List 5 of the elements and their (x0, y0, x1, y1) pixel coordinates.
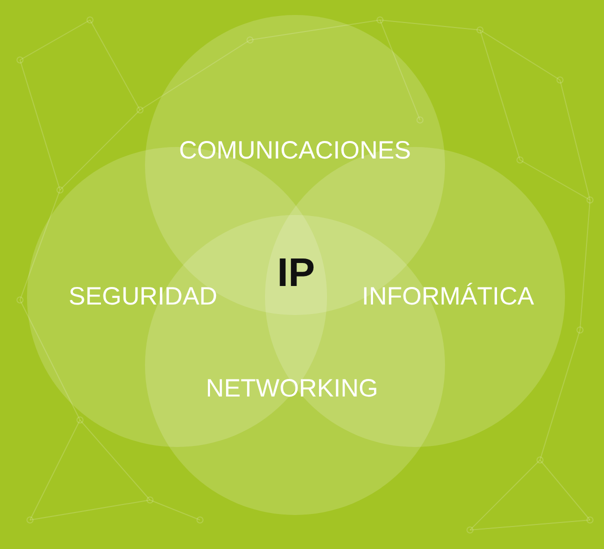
circle-label: NETWORKING (206, 376, 378, 402)
circle-label: SEGURIDAD (68, 284, 218, 310)
circle-label: INFORMÁTICA (362, 284, 534, 310)
center-label: IP (277, 253, 315, 293)
circle-label: COMUNICACIONES (179, 138, 411, 164)
